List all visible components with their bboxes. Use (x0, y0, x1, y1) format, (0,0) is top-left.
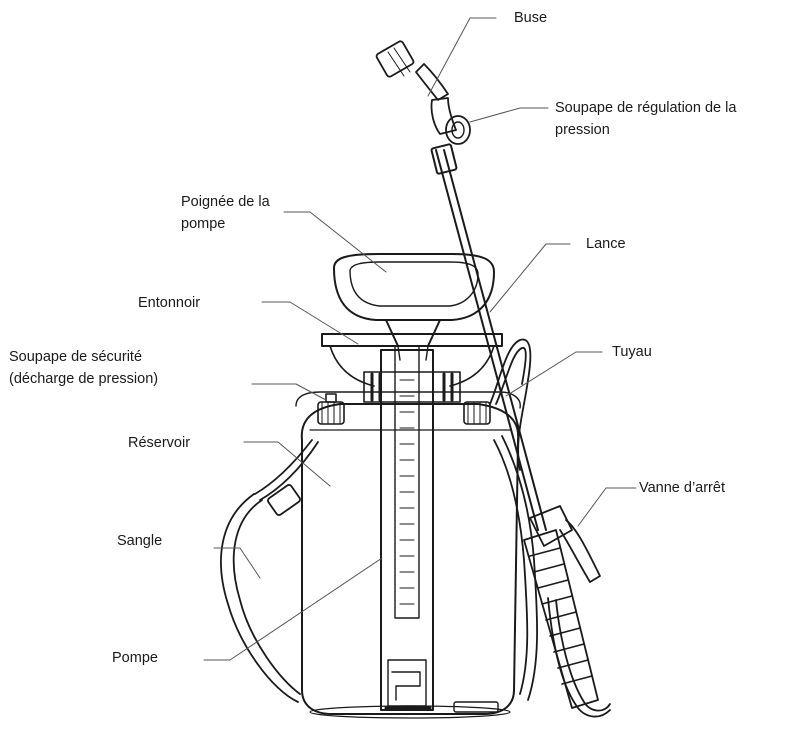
label-sangle-line: Sangle (117, 530, 162, 552)
label-soupape-regulation-line-2: pression (555, 119, 736, 141)
shutoff-valve-drawing (524, 506, 600, 708)
label-poignee-line-1: Poignée de la (181, 191, 270, 213)
label-buse-line: Buse (514, 7, 547, 29)
safety-valve-drawing (318, 394, 490, 424)
tank-drawing (296, 392, 520, 718)
label-poignee: Poignée de la pompe (181, 191, 270, 235)
label-entonnoir: Entonnoir (138, 292, 200, 314)
label-vanne: Vanne d’arrêt (639, 477, 725, 499)
strap-drawing (221, 436, 537, 702)
label-reservoir-line: Réservoir (128, 432, 190, 454)
label-vanne-line: Vanne d’arrêt (639, 477, 725, 499)
label-soupape-regulation-line-1: Soupape de régulation de la (555, 97, 736, 119)
label-soupape-securite-line-2: (décharge de pression) (9, 368, 158, 390)
label-pompe: Pompe (112, 647, 158, 669)
label-reservoir: Réservoir (128, 432, 190, 454)
label-poignee-line-2: pompe (181, 213, 270, 235)
label-tuyau: Tuyau (612, 341, 652, 363)
label-sangle: Sangle (117, 530, 162, 552)
leader-tuyau (506, 352, 602, 396)
pump-cylinder-drawing (381, 346, 433, 710)
label-entonnoir-line: Entonnoir (138, 292, 200, 314)
leader-buse (428, 18, 496, 96)
hose-drawing (490, 339, 610, 716)
label-soupape-securite: Soupape de sécurité (décharge de pressio… (9, 346, 158, 390)
lance-drawing (376, 40, 546, 530)
label-soupape-regulation: Soupape de régulation de la pression (555, 97, 736, 141)
label-soupape-securite-line-1: Soupape de sécurité (9, 346, 158, 368)
leader-lance (490, 244, 570, 312)
leader-soupape-regulation (470, 108, 548, 122)
label-pompe-line: Pompe (112, 647, 158, 669)
leader-pompe (204, 558, 382, 660)
label-lance: Lance (586, 233, 626, 255)
leader-vanne (578, 488, 636, 526)
label-lance-line: Lance (586, 233, 626, 255)
label-buse: Buse (514, 7, 547, 29)
label-tuyau-line: Tuyau (612, 341, 652, 363)
leader-entonnoir (262, 302, 358, 344)
